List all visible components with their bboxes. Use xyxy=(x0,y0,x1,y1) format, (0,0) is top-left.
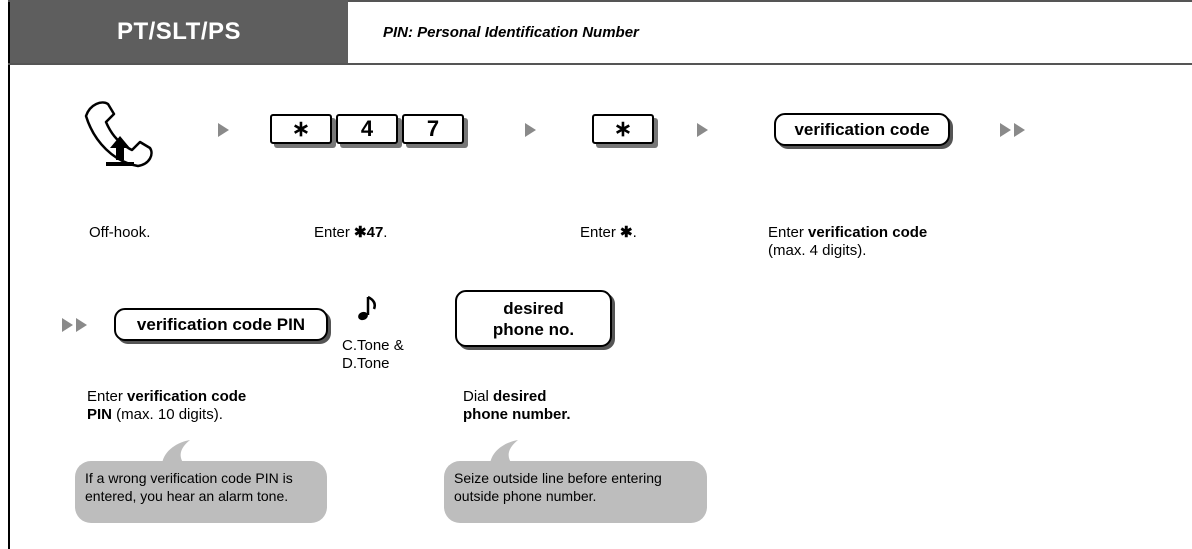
next-arrow xyxy=(697,123,708,137)
double-arrow-icon xyxy=(76,318,87,332)
next-arrow xyxy=(525,123,536,137)
header-bar xyxy=(8,0,1192,65)
verification-code-caption: Enter verification code(max. 4 digits). xyxy=(768,224,928,259)
key-7: 7 xyxy=(402,114,464,144)
double-arrow-icon xyxy=(1014,123,1025,137)
next-arrow xyxy=(218,123,229,137)
offhook-caption: Off-hook. xyxy=(89,224,151,241)
callout-tail xyxy=(162,440,190,464)
key-star: ∗ xyxy=(270,114,332,144)
verification-code-field: verification code xyxy=(774,113,950,146)
key-star: ∗ xyxy=(592,114,654,144)
tone-note-icon xyxy=(356,294,386,327)
enter-star47-caption: Enter ✱47. xyxy=(314,224,388,241)
page-frame xyxy=(8,0,1192,549)
key-4: 4 xyxy=(336,114,398,144)
verification-code-pin-field: verification code PIN xyxy=(114,308,328,341)
double-arrow-icon xyxy=(62,318,73,332)
callout-tail xyxy=(490,440,518,464)
enter-star-caption: Enter ✱. xyxy=(580,224,637,241)
double-arrow-icon xyxy=(1000,123,1011,137)
mode-tab: PT/SLT/PS xyxy=(10,0,348,63)
page-subtitle: PIN: Personal Identification Number xyxy=(383,24,639,41)
tone-caption: C.Tone &D.Tone xyxy=(342,337,404,372)
offhook-handset-icon xyxy=(80,98,158,175)
